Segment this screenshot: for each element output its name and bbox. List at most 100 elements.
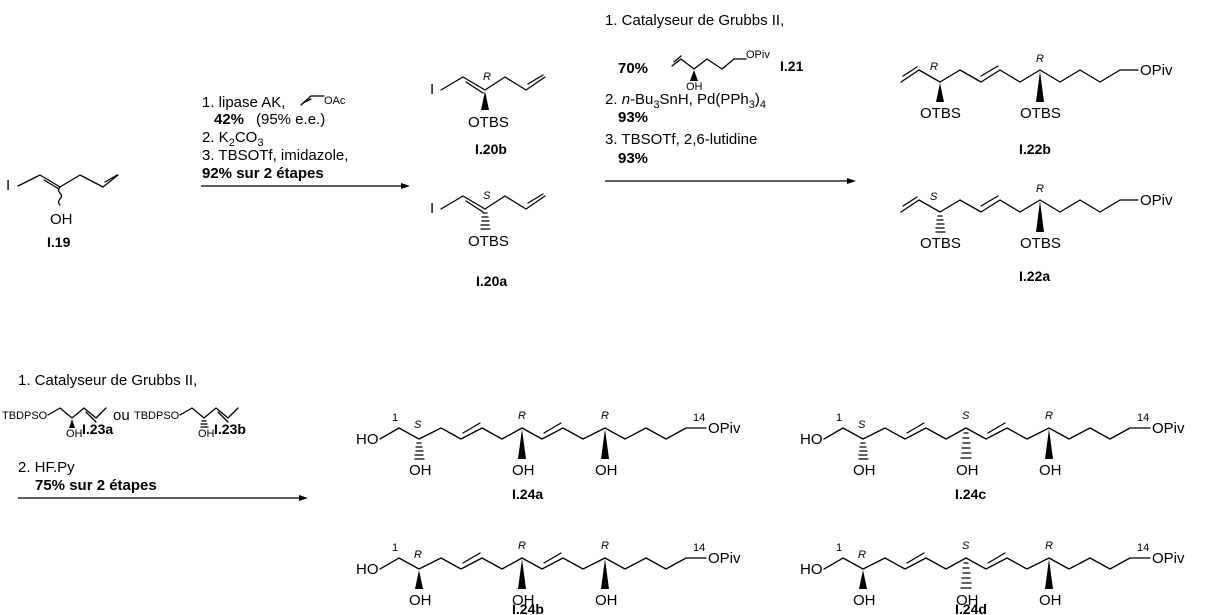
- I24a-stereo-1: S: [414, 419, 422, 431]
- I22a-otbs-2: OTBS: [1020, 235, 1061, 252]
- I24a-stereo-3: R: [601, 410, 609, 422]
- compound-label-I23a: I.23a: [82, 421, 113, 437]
- I24a-wedge-2: [518, 429, 526, 459]
- I24c-oh-3: OH: [1039, 462, 1062, 479]
- vinyl-acetate-bonds: [300, 95, 325, 106]
- I24b-wedge-3: [601, 559, 609, 589]
- I24d-locant-14: 14: [1137, 542, 1149, 554]
- step1-line3: 3. TBSOTf, imidazole,: [202, 147, 348, 164]
- I24c-stereo-3: R: [1045, 410, 1053, 422]
- compound-label-I20a: I.20a: [476, 273, 507, 289]
- compound-label-I20b: I.20b: [475, 141, 507, 157]
- I20b-stereo-R: R: [483, 71, 491, 83]
- step3-arrowhead: [299, 495, 308, 501]
- I20a-terminal-double: [527, 193, 544, 204]
- I19-hydroxyl: OH: [50, 211, 73, 228]
- step3-line2: 2. HF.Py: [18, 459, 75, 476]
- step3-conditions: 1. Catalyseur de Grubbs II, TBDPSO OH I.…: [2, 372, 308, 501]
- compound-I19: I OH I.19: [6, 174, 119, 250]
- I24c-hashed-2: [960, 432, 972, 459]
- step2-line1: 1. Catalyseur de Grubbs II,: [605, 12, 784, 29]
- step2-conditions: 1. Catalyseur de Grubbs II, 70% OH OPiv …: [605, 12, 856, 184]
- I24a-stereo-2: R: [518, 410, 526, 422]
- I24b-locant-1: 1: [392, 542, 398, 554]
- step2-yield2: 93%: [618, 109, 648, 126]
- I24d-oh-3: OH: [1039, 592, 1062, 609]
- I24a-opiv: OPiv: [708, 420, 741, 437]
- step2-yield1: 70%: [618, 60, 648, 77]
- I20b-wedge-bond: [481, 91, 489, 110]
- I20b-otbs: OTBS: [468, 114, 509, 131]
- step2-line2: 2. n-Bu3SnH, Pd(PPh3)4: [605, 91, 766, 111]
- I22a-terminal-double: [902, 196, 918, 207]
- compound-label-I22a: I.22a: [1019, 268, 1050, 284]
- I19-chain-bonds: [17, 174, 119, 188]
- step2-arrowhead: [847, 178, 856, 184]
- I24a-wedge-3: [601, 429, 609, 459]
- I24a-chain-bonds: [379, 427, 707, 440]
- I24d-stereo-2: S: [962, 540, 970, 552]
- I24c-terminal-HO: HO: [800, 431, 823, 448]
- I21-wedge-bond: [690, 70, 698, 81]
- I20a-chain-bonds: [440, 195, 546, 210]
- I24a-oh-3: OH: [595, 462, 618, 479]
- I22a-internal-double: [980, 195, 999, 207]
- step3-yield: 75% sur 2 étapes: [35, 477, 157, 494]
- I24b-oh-1: OH: [409, 592, 432, 609]
- I23b-hashed-bond: [200, 420, 209, 428]
- I22a-hashed-bond: [935, 215, 946, 233]
- I23a-tbdpso: TBDPSO: [2, 410, 48, 422]
- I24b-terminal-HO: HO: [356, 561, 379, 578]
- compound-I22a: S R OTBS OTBS OPiv I.22a: [900, 183, 1173, 284]
- I22b-opiv: OPiv: [1140, 62, 1173, 79]
- I24a-terminal-HO: HO: [356, 431, 379, 448]
- I21-hydroxyl: OH: [686, 81, 703, 93]
- or-word: ou: [113, 407, 130, 424]
- I24b-stereo-3: R: [601, 540, 609, 552]
- I24d-stereo-3: R: [1045, 540, 1053, 552]
- I20a-hashed-bond: [480, 212, 491, 230]
- compound-label-I24b: I.24b: [512, 601, 544, 615]
- I23b-double: [217, 411, 229, 423]
- step1-line1: 1. lipase AK,: [202, 94, 285, 111]
- I22b-wedge-2: [1036, 71, 1044, 102]
- I24b-oh-2: OH: [512, 592, 535, 609]
- I24c-opiv: OPiv: [1152, 420, 1185, 437]
- vinyl-acetate-label: OAc: [324, 95, 346, 107]
- step3-line1: 1. Catalyseur de Grubbs II,: [18, 372, 197, 389]
- I24d-wedge-3: [1045, 559, 1053, 589]
- I24d-double-1: [906, 552, 925, 564]
- I19-terminal-double: [104, 174, 118, 183]
- I24a-double-1: [462, 422, 481, 434]
- compound-label-I21: I.21: [780, 58, 804, 74]
- I22b-otbs-2: OTBS: [1020, 105, 1061, 122]
- step1-yield1: 42%: [214, 111, 244, 128]
- compound-I24a: HO 1 14 S R R OH OH OH OPiv I.24a: [356, 410, 741, 502]
- I22b-internal-double: [980, 65, 999, 77]
- I22a-chain-bonds: [900, 199, 1139, 213]
- I24c-locant-1: 1: [836, 412, 842, 424]
- I23b-bonds: [179, 407, 239, 419]
- I22a-stereo-2: R: [1036, 183, 1044, 195]
- step1-ee: (95% e.e.): [256, 111, 325, 128]
- step2-line3: 3. TBSOTf, 2,6-lutidine: [605, 131, 757, 148]
- step1-line2: 2. K2CO3: [202, 129, 263, 149]
- I24a-locant-14: 14: [693, 412, 705, 424]
- I24d-hashed-2: [960, 562, 972, 589]
- I21-reagent-bonds: [671, 58, 747, 70]
- I24a-hashed-1: [414, 442, 425, 460]
- I19-wavy-bond: [57, 186, 63, 206]
- I24b-double-1: [462, 552, 481, 564]
- I22b-terminal-double: [902, 66, 918, 77]
- compound-label-I24c: I.24c: [955, 486, 986, 502]
- compound-label-I24a: I.24a: [512, 486, 543, 502]
- I20b-terminal-double: [527, 74, 544, 85]
- I24c-stereo-2: S: [962, 410, 970, 422]
- I20a-otbs: OTBS: [468, 233, 509, 250]
- step1-conditions: 1. lipase AK, OAc 42% (95% e.e.) 2. K2CO…: [201, 94, 410, 189]
- I24a-locant-1: 1: [392, 412, 398, 424]
- I24c-stereo-1: S: [858, 419, 866, 431]
- I24a-oh-1: OH: [409, 462, 432, 479]
- I22b-stereo-1: R: [930, 61, 938, 73]
- step2-yield3: 93%: [618, 150, 648, 167]
